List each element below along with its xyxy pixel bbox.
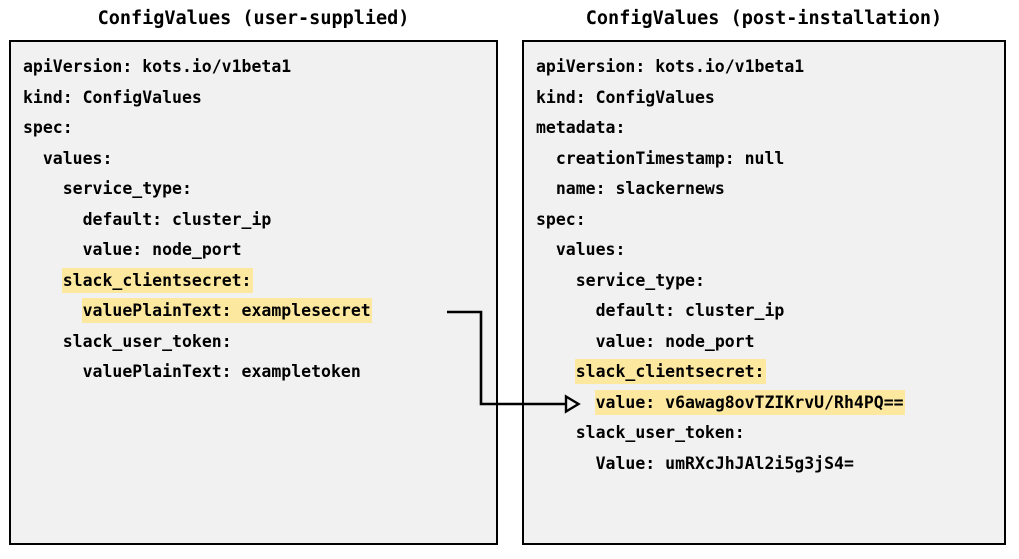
highlighted-code-text: slack_clientsecret: — [62, 268, 252, 292]
post-installation-line: slack_clientsecret: — [536, 357, 1002, 388]
indent-space — [23, 332, 63, 351]
user-supplied-line: valuePlainText: examplesecret — [23, 296, 494, 327]
user-supplied-line: valuePlainText: exampletoken — [23, 357, 494, 388]
post-installation-line: default: cluster_ip — [536, 296, 1002, 327]
indent-space — [536, 423, 576, 442]
code-text: spec: — [23, 118, 73, 137]
indent-space — [23, 240, 83, 259]
indent-space — [536, 454, 596, 473]
indent-space — [23, 301, 83, 320]
post-installation-line: name: slackernews — [536, 174, 1002, 205]
post-installation-line: service_type: — [536, 266, 1002, 297]
post-installation-line: spec: — [536, 205, 1002, 236]
indent-space — [536, 393, 596, 412]
user-supplied-line: values: — [23, 144, 494, 175]
highlighted-code-text: valuePlainText: examplesecret — [82, 299, 371, 322]
code-text: Value: umRXcJhJAl2i5g3jS4= — [595, 453, 854, 473]
code-text: creationTimestamp: null — [555, 148, 785, 168]
indent-space — [23, 179, 63, 198]
post-installation-line: value: v6awag8ovTZIKrvU/Rh4PQ== — [536, 388, 1002, 419]
indent-space — [23, 362, 83, 381]
panel-post-installation: apiVersion: kots.io/v1beta1 kind: ConfigV… — [522, 40, 1006, 545]
indent-space — [536, 271, 576, 290]
panel-title-post-installation: ConfigValues (post-installation) — [585, 8, 943, 29]
user-supplied-line: slack_user_token: — [23, 327, 494, 358]
indent-space — [536, 179, 556, 198]
post-installation-line: values: — [536, 235, 1002, 266]
code-text: service_type: — [575, 270, 705, 290]
code-text: default: cluster_ip — [82, 209, 272, 229]
indent-space — [23, 149, 43, 168]
indent-space — [536, 149, 556, 168]
code-block-post-installation: apiVersion: kots.io/v1beta1 kind: ConfigV… — [536, 52, 1002, 479]
highlighted-code-text: slack_clientsecret: — [575, 360, 765, 383]
code-text: value: node_port — [82, 240, 242, 259]
code-text: apiVersion: kots.io/v1beta1 — [536, 57, 805, 76]
user-supplied-line: slack_clientsecret: — [23, 266, 494, 297]
code-text: default: cluster_ip — [595, 301, 785, 320]
user-supplied-line: value: node_port — [23, 235, 494, 266]
code-text: spec: — [536, 209, 586, 229]
indent-space — [23, 210, 83, 229]
code-text: kind: ConfigValues — [23, 87, 202, 107]
indent-space — [23, 271, 63, 290]
post-installation-line: apiVersion: kots.io/v1beta1 — [536, 52, 1002, 83]
indent-space — [536, 301, 596, 320]
user-supplied-line: service_type: — [23, 174, 494, 205]
indent-space — [536, 362, 576, 381]
post-installation-line: slack_user_token: — [536, 418, 1002, 449]
post-installation-line: value: node_port — [536, 327, 1002, 358]
user-supplied-line: kind: ConfigValues — [23, 83, 494, 114]
indent-space — [536, 240, 556, 259]
code-text: values: — [555, 240, 626, 259]
post-installation-line: Value: umRXcJhJAl2i5g3jS4= — [536, 449, 1002, 480]
panel-user-supplied: apiVersion: kots.io/v1beta1 kind: ConfigV… — [9, 40, 498, 545]
post-installation-line: creationTimestamp: null — [536, 144, 1002, 175]
user-supplied-line: default: cluster_ip — [23, 205, 494, 236]
indent-space — [536, 332, 596, 351]
code-text: name: slackernews — [555, 179, 725, 198]
user-supplied-line: apiVersion: kots.io/v1beta1 — [23, 52, 494, 83]
post-installation-line: metadata: — [536, 113, 1002, 144]
code-block-user-supplied: apiVersion: kots.io/v1beta1 kind: ConfigV… — [23, 52, 494, 388]
post-installation-line: kind: ConfigValues — [536, 83, 1002, 114]
code-text: service_type: — [62, 179, 192, 198]
code-text: apiVersion: kots.io/v1beta1 — [23, 57, 292, 76]
highlighted-code-text: value: v6awag8ovTZIKrvU/Rh4PQ== — [595, 390, 904, 414]
code-text: metadata: — [536, 118, 626, 137]
code-text: value: node_port — [595, 331, 755, 351]
code-text: values: — [42, 148, 113, 168]
code-text: kind: ConfigValues — [536, 87, 715, 107]
user-supplied-line: spec: — [23, 113, 494, 144]
panel-title-user-supplied: ConfigValues (user-supplied) — [97, 8, 410, 29]
code-text: slack_user_token: — [62, 331, 232, 351]
code-text: valuePlainText: exampletoken — [82, 362, 361, 381]
code-text: slack_user_token: — [575, 423, 745, 442]
